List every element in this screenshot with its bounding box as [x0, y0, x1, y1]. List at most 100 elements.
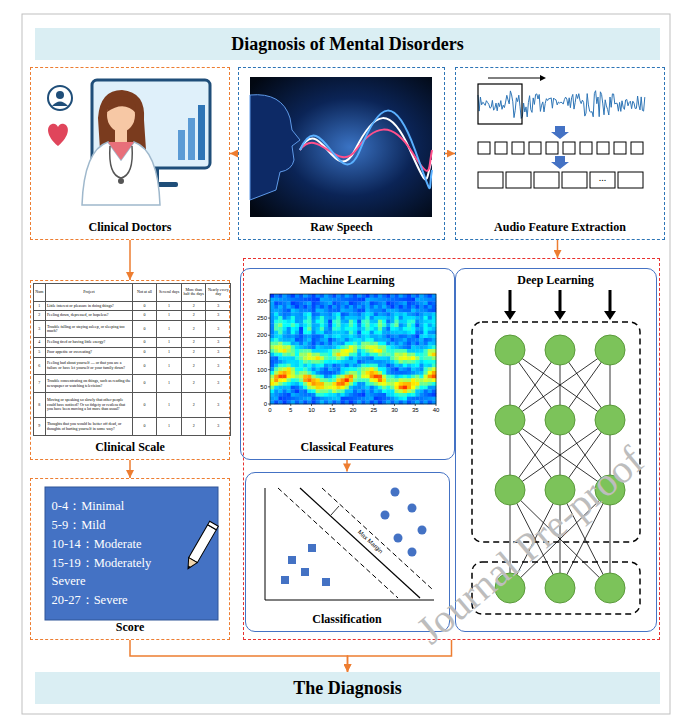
drawing-part — [349, 294, 353, 298]
drawing-part — [432, 375, 436, 379]
drawing-part — [287, 382, 291, 386]
table-row: NumProjectNot at allSeveral daysMore tha… — [33, 284, 231, 302]
drawing-part — [382, 349, 386, 353]
drawing-part — [332, 301, 336, 305]
drawing-part — [341, 378, 345, 382]
drawing-part — [436, 404, 437, 406]
drawing-part — [307, 367, 311, 371]
table-cell: 5 — [33, 348, 46, 358]
drawing-part — [307, 327, 311, 331]
drawing-part — [268, 352, 270, 353]
drawing-part — [320, 360, 324, 364]
table-cell: Moving or speaking so slowly that other … — [46, 392, 133, 418]
drawing-part — [353, 389, 357, 393]
table-cell: 1 — [157, 320, 182, 338]
drawing-part — [316, 397, 320, 401]
drawing-part — [428, 349, 432, 353]
drawing-part — [345, 301, 349, 305]
drawing-part — [328, 371, 332, 375]
drawing-part — [299, 312, 303, 316]
drawing-part — [341, 309, 345, 313]
drawing-part — [381, 511, 390, 520]
drawing-part — [307, 301, 311, 305]
drawing-part — [419, 309, 423, 313]
drawing-part — [370, 389, 374, 393]
drawing-part — [563, 142, 575, 154]
drawing-part — [407, 353, 411, 357]
drawing-part — [424, 353, 428, 357]
drawing-part — [198, 105, 205, 160]
drawing-part — [332, 305, 336, 309]
ellipsis: ... — [590, 172, 615, 186]
drawing-part — [188, 118, 195, 160]
drawing-part — [353, 298, 357, 302]
drawing-part — [341, 360, 345, 364]
drawing-part — [386, 294, 390, 298]
drawing-part — [604, 311, 616, 320]
drawing-part — [282, 389, 286, 393]
drawing-part — [282, 301, 286, 305]
drawing-part — [428, 378, 432, 382]
drawing-part — [274, 327, 278, 331]
drawing-part — [390, 301, 394, 305]
drawing-part — [307, 323, 311, 327]
drawing-part — [419, 349, 423, 353]
drawing-part — [178, 130, 185, 160]
drawing-part — [395, 386, 399, 390]
drawing-part — [403, 334, 407, 338]
drawing-part — [407, 294, 411, 298]
drawing-part — [390, 382, 394, 386]
table-cell: Project — [46, 284, 133, 302]
drawing-part — [295, 349, 299, 353]
drawing-part — [282, 323, 286, 327]
drawing-part — [332, 397, 336, 401]
drawing-part — [274, 371, 278, 375]
drawing-part — [320, 316, 324, 320]
drawing-part — [595, 573, 625, 603]
drawing-part — [399, 312, 403, 316]
drawing-part — [336, 298, 340, 302]
method-box: Machine LearningClassical Features — [240, 268, 455, 460]
drawing-part — [332, 349, 336, 353]
method-box: Deep Learning — [455, 268, 657, 632]
drawing-part — [390, 305, 394, 309]
drawing-part — [357, 356, 361, 360]
drawing-part — [328, 389, 332, 393]
drawing-part — [108, 142, 134, 160]
drawing-part — [370, 312, 374, 316]
drawing-part — [403, 342, 407, 346]
drawing-part — [349, 309, 353, 313]
drawing-part — [282, 349, 286, 353]
drawing-part — [118, 178, 124, 184]
drawing-part — [307, 342, 311, 346]
drawing-part — [415, 305, 419, 309]
drawing-part — [365, 312, 369, 316]
drawing-part — [287, 312, 291, 316]
drawing-part — [287, 342, 291, 346]
drawing-part — [390, 353, 394, 357]
drawing-part — [291, 312, 295, 316]
drawing-part — [374, 349, 378, 353]
drawing-part — [328, 294, 332, 298]
drawing-part — [336, 397, 340, 401]
drawing-part — [407, 389, 411, 393]
drawing-part — [415, 298, 419, 302]
drawing-part — [295, 382, 299, 386]
drawing-part — [373, 404, 374, 406]
drawing-part — [403, 345, 407, 349]
drawing-part — [320, 331, 324, 335]
drawing-part — [386, 323, 390, 327]
drawing-part — [428, 386, 432, 390]
drawing-part — [336, 389, 340, 393]
drawing-part — [399, 356, 403, 360]
drawing-part — [374, 375, 378, 379]
drawing-part — [407, 386, 411, 390]
table-cell: 9 — [33, 418, 46, 436]
drawing-part — [370, 393, 374, 397]
drawing-part — [390, 327, 394, 331]
table-row: 6Feeling bad about yourself — or that yo… — [33, 357, 231, 375]
drawing-part — [274, 378, 278, 382]
drawing-part — [336, 309, 340, 313]
drawing-part — [495, 573, 525, 603]
drawing-part — [184, 558, 198, 572]
